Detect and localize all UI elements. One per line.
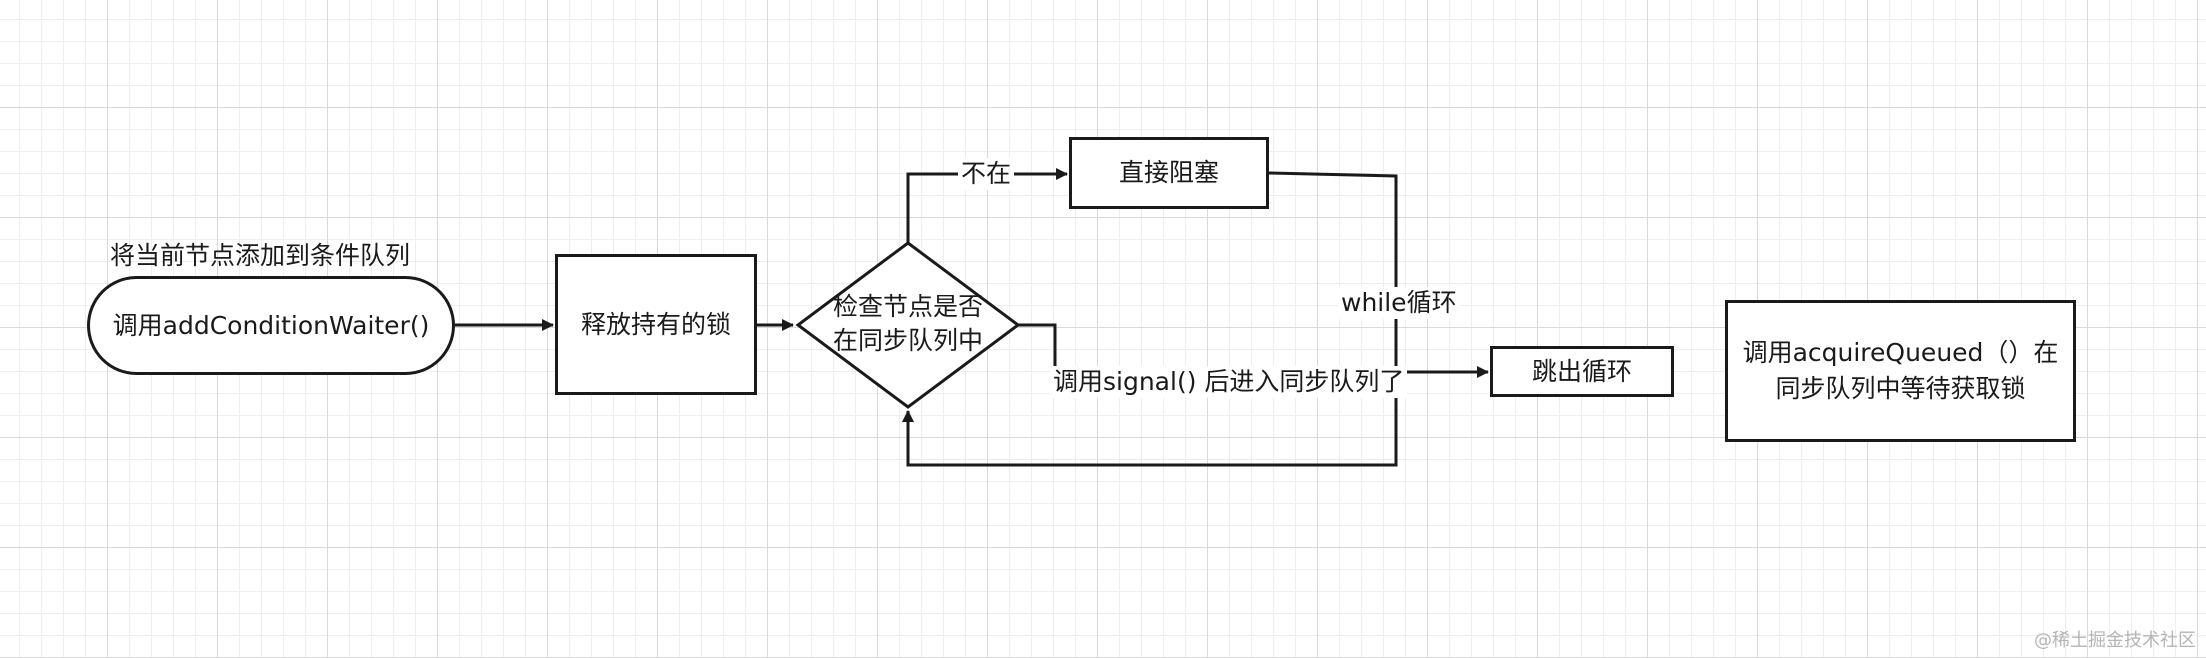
connector-block-loop xyxy=(902,171,1398,467)
decision-diamond xyxy=(795,241,1021,409)
decision-label-line1: 检查节点是否 xyxy=(832,292,983,321)
node-block-directly-label: 直接阻塞 xyxy=(1118,158,1219,187)
node-exit-loop[interactable]: 跳出循环 xyxy=(1490,346,1674,397)
edge-label-while-loop: while循环 xyxy=(1338,287,1460,319)
decision-label-line2: 在同步队列中 xyxy=(832,326,983,355)
node-exit-loop-label: 跳出循环 xyxy=(1531,356,1632,386)
decision-check-sync-queue[interactable]: 检查节点是否 在同步队列中 xyxy=(808,288,1008,362)
watermark: @稀土掘金技术社区 xyxy=(2034,630,2196,651)
edge-label-after-signal: 调用signal() 后进入同步队列了 xyxy=(1050,366,1408,398)
node-add-condition-waiter-label: 调用addConditionWaiter() xyxy=(112,310,430,340)
node-acquire-queued-line2: 同步队列中等待获取锁 xyxy=(1775,374,2026,403)
node-block-directly[interactable]: 直接阻塞 xyxy=(1069,137,1269,209)
add-waiter-note: 将当前节点添加到条件队列 xyxy=(110,241,411,270)
node-release-lock-label: 释放持有的锁 xyxy=(580,309,731,339)
node-acquire-queued[interactable]: 调用acquireQueued（）在 同步队列中等待获取锁 xyxy=(1725,300,2076,442)
arrow-check-to-exit xyxy=(1018,323,1396,374)
node-release-lock[interactable]: 释放持有的锁 xyxy=(555,254,757,395)
node-add-condition-waiter[interactable]: 调用addConditionWaiter() xyxy=(87,276,455,375)
edge-label-not-in: 不在 xyxy=(958,158,1015,190)
node-acquire-queued-line1: 调用acquireQueued（）在 xyxy=(1742,338,2059,367)
